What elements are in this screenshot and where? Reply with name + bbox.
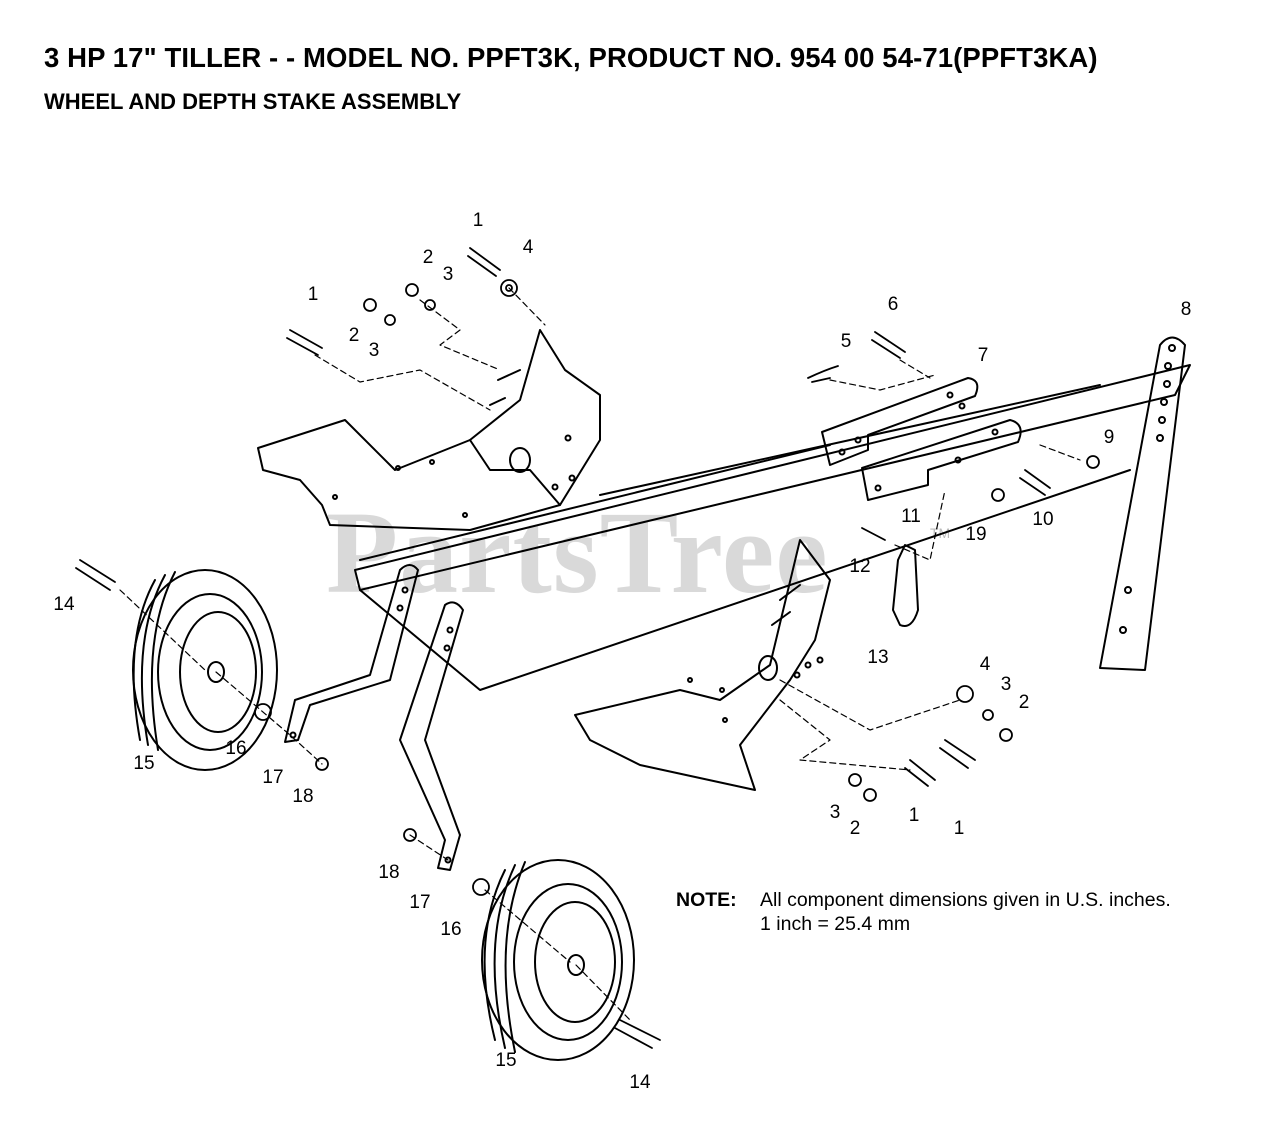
callout-9: 9 (1104, 427, 1115, 448)
callout-2: 2 (1019, 692, 1030, 713)
callout-2: 2 (850, 818, 861, 839)
callout-16: 16 (225, 738, 246, 759)
wheel-bracket-upper (284, 564, 419, 743)
diagram-title: 3 HP 17" TILLER - - MODEL NO. PPFT3K, PR… (44, 42, 1098, 73)
partstree-watermark: PartsTree (326, 487, 829, 618)
stake-bracket-plate-7 (821, 377, 979, 466)
washers-and-nuts (254, 279, 1100, 896)
diagram-subtitle: WHEEL AND DEPTH STAKE ASSEMBLY (44, 89, 462, 114)
callout-2: 2 (349, 325, 360, 346)
note-label: NOTE: (676, 889, 737, 911)
frame-rails (354, 364, 1191, 691)
bolts (75, 247, 1051, 1049)
callout-1: 1 (308, 284, 319, 305)
callout-10: 10 (1032, 509, 1053, 530)
callout-17: 17 (409, 892, 430, 913)
callout-4: 4 (980, 654, 991, 675)
callout-8: 8 (1181, 299, 1192, 320)
callout-labels: 1 2 3 4 1 2 3 6 5 7 8 9 19 10 11 12 13 1… (53, 210, 1191, 1093)
note-text-line-1: All component dimensions given in U.S. i… (760, 889, 1171, 911)
callout-7: 7 (978, 345, 989, 366)
callout-3: 3 (443, 264, 454, 285)
callout-14: 14 (629, 1072, 651, 1093)
callout-2: 2 (423, 247, 434, 268)
assembly-leader-lines (119, 287, 1081, 1021)
callout-1: 1 (909, 805, 920, 826)
callout-5: 5 (841, 331, 852, 352)
callout-1: 1 (954, 818, 965, 839)
callout-12: 12 (849, 556, 870, 577)
callout-3: 3 (830, 802, 841, 823)
stake-bracket-plate-11 (861, 419, 1022, 501)
callout-18: 18 (292, 786, 313, 807)
wheel-lower (481, 859, 635, 1061)
callout-6: 6 (888, 294, 899, 315)
callout-16: 16 (440, 919, 461, 940)
callout-3: 3 (1001, 674, 1012, 695)
callout-11: 11 (901, 506, 921, 527)
callout-4: 4 (523, 237, 534, 258)
left-mounting-bracket (257, 329, 601, 531)
callout-19: 19 (965, 524, 986, 545)
callout-1: 1 (473, 210, 484, 231)
wheel-bracket-lower (399, 601, 464, 871)
callout-18: 18 (378, 862, 399, 883)
callout-15: 15 (495, 1050, 516, 1071)
note-text-line-2: 1 inch = 25.4 mm (760, 913, 911, 935)
callout-15: 15 (133, 753, 154, 774)
wheel-upper (132, 569, 278, 771)
depth-stake (1099, 336, 1186, 671)
stake-latch (892, 544, 919, 627)
callout-17: 17 (262, 767, 283, 788)
callout-14: 14 (53, 594, 75, 615)
right-mounting-bracket (574, 539, 831, 791)
callout-3: 3 (369, 340, 380, 361)
callout-13: 13 (867, 647, 888, 668)
